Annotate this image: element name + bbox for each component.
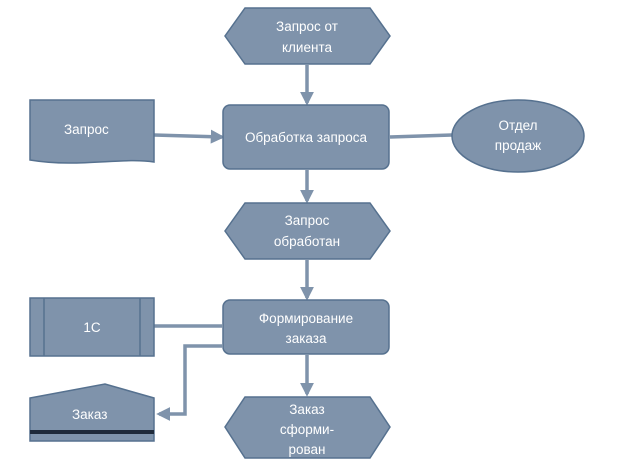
node-label: обработан — [274, 234, 340, 249]
order-band — [30, 430, 154, 434]
node-label: продаж — [495, 138, 541, 153]
node-label: Запрос от — [276, 19, 338, 34]
svg-text:продаж: продаж — [495, 138, 541, 153]
svg-text:сформи-: сформи- — [280, 422, 334, 437]
node-request-processing: Обработка запроса — [222, 104, 390, 170]
node-label: Заказ — [72, 407, 107, 422]
svg-text:рован: рован — [289, 442, 326, 457]
node-label: Запрос — [285, 213, 330, 228]
svg-text:клиента: клиента — [282, 40, 332, 55]
node-label: Отдел — [498, 118, 537, 133]
node-order-formed: Заказ сформи- рован — [224, 396, 391, 459]
node-label: сформи- — [280, 422, 334, 437]
node-1c-system: 1С — [29, 297, 155, 357]
node-sales-department: Отдел продаж — [451, 99, 585, 173]
node-label: рован — [289, 442, 326, 457]
svg-text:Формирование: Формирование — [259, 311, 353, 326]
node-label: Запрос — [64, 122, 109, 137]
node-request-from-client: Запрос от клиента — [224, 7, 391, 65]
node-label: заказа — [286, 331, 327, 346]
hexagon-shape — [224, 202, 391, 260]
svg-text:обработан: обработан — [274, 234, 340, 249]
node-label: Формирование — [259, 311, 353, 326]
arrow-forming-to-order — [156, 344, 222, 421]
arrow-request-to-processing — [153, 129, 225, 144]
svg-text:Отдел: Отдел — [498, 118, 537, 133]
svg-text:заказа: заказа — [286, 331, 327, 346]
line-processing-to-sales — [389, 133, 453, 139]
svg-text:Запрос от: Запрос от — [276, 19, 338, 34]
process-shape — [222, 299, 390, 355]
node-order-document: Заказ — [29, 383, 155, 442]
ellipse-shape — [451, 99, 585, 173]
node-label: Заказ — [289, 402, 324, 417]
process-shape — [222, 104, 390, 170]
node-label: Обработка запроса — [245, 130, 368, 145]
hexagon-shape — [224, 7, 391, 65]
document-shape — [29, 99, 155, 164]
hexagon-shape — [224, 396, 391, 459]
node-request-document: Запрос — [29, 99, 155, 164]
node-label: клиента — [282, 40, 332, 55]
node-label: 1С — [83, 320, 101, 335]
svg-text:Заказ: Заказ — [289, 402, 324, 417]
node-request-processed: Запрос обработан — [224, 202, 391, 260]
predefined-process-shape — [29, 297, 155, 357]
svg-text:Запрос: Запрос — [285, 213, 330, 228]
connectors — [153, 65, 453, 421]
node-order-forming: Формирование заказа — [222, 299, 390, 355]
